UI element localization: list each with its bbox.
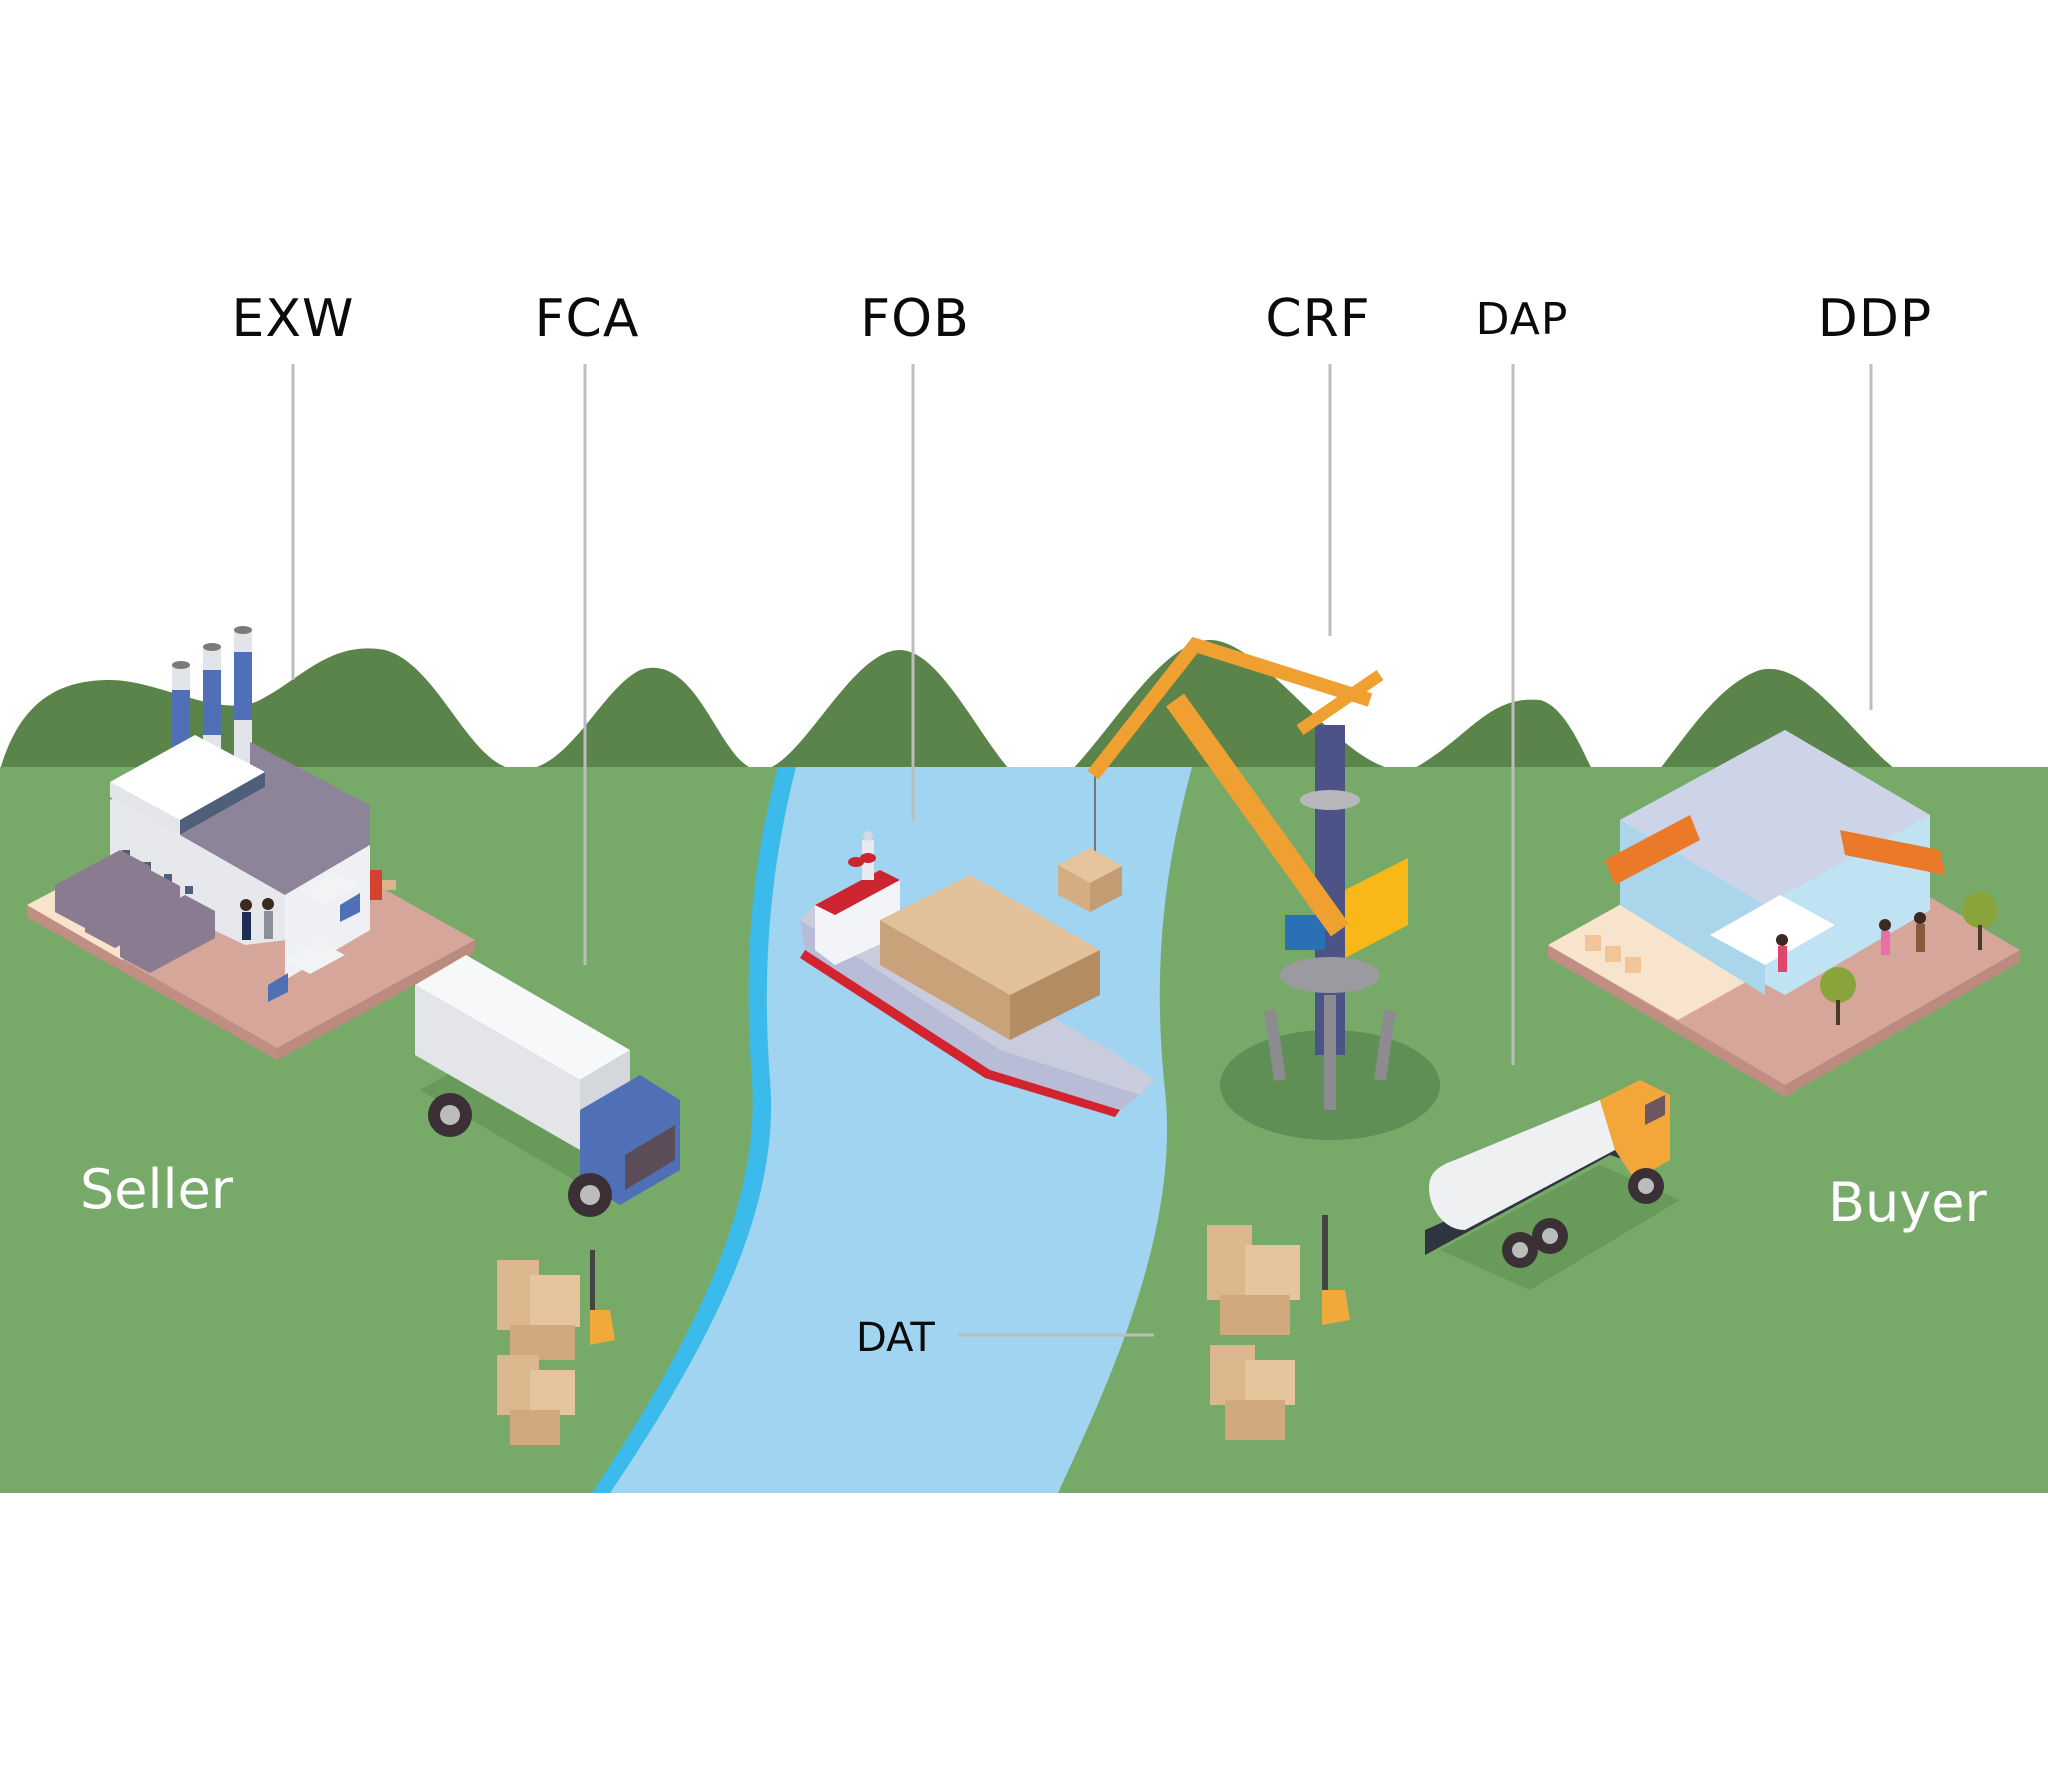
term-label-exw: EXW bbox=[231, 289, 355, 349]
store-illustration bbox=[1548, 730, 2020, 1097]
hanging-cargo-box bbox=[1058, 770, 1122, 912]
term-label-dap: DAP bbox=[1475, 294, 1569, 345]
cargo-boxes-pallet-left bbox=[497, 1250, 615, 1445]
cargo-boxes-pallet-right bbox=[1207, 1215, 1350, 1440]
background-hills bbox=[0, 640, 2048, 806]
term-label-ddp: DDP bbox=[1817, 289, 1933, 349]
leader-lines bbox=[291, 364, 1873, 1337]
term-label-fob: FOB bbox=[860, 289, 970, 349]
buyer-label: Buyer bbox=[1828, 1171, 1987, 1234]
box-truck-illustration bbox=[415, 955, 680, 1217]
tanker-truck-illustration bbox=[1425, 1080, 1680, 1290]
river-edge bbox=[592, 767, 796, 1493]
factory-illustration bbox=[27, 626, 475, 1060]
port-crane-illustration bbox=[1087, 636, 1440, 1140]
term-label-dat: DAT bbox=[856, 1315, 935, 1361]
term-label-fca: FCA bbox=[534, 289, 640, 349]
seller-label: Seller bbox=[80, 1158, 233, 1221]
term-label-crf: CRF bbox=[1265, 289, 1371, 349]
cargo-ship-illustration bbox=[800, 831, 1155, 1117]
